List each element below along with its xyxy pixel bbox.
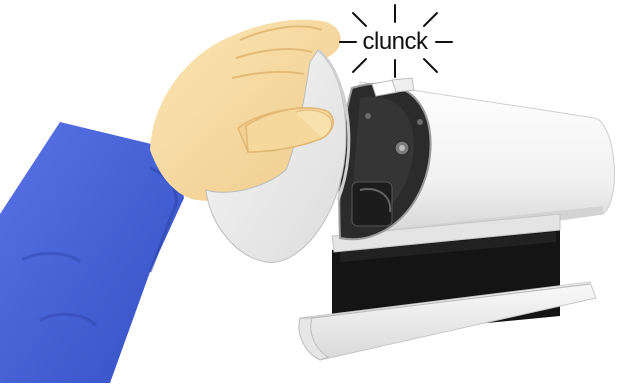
screen-housing <box>332 78 614 252</box>
sound-effect-label: clunck <box>362 26 428 58</box>
